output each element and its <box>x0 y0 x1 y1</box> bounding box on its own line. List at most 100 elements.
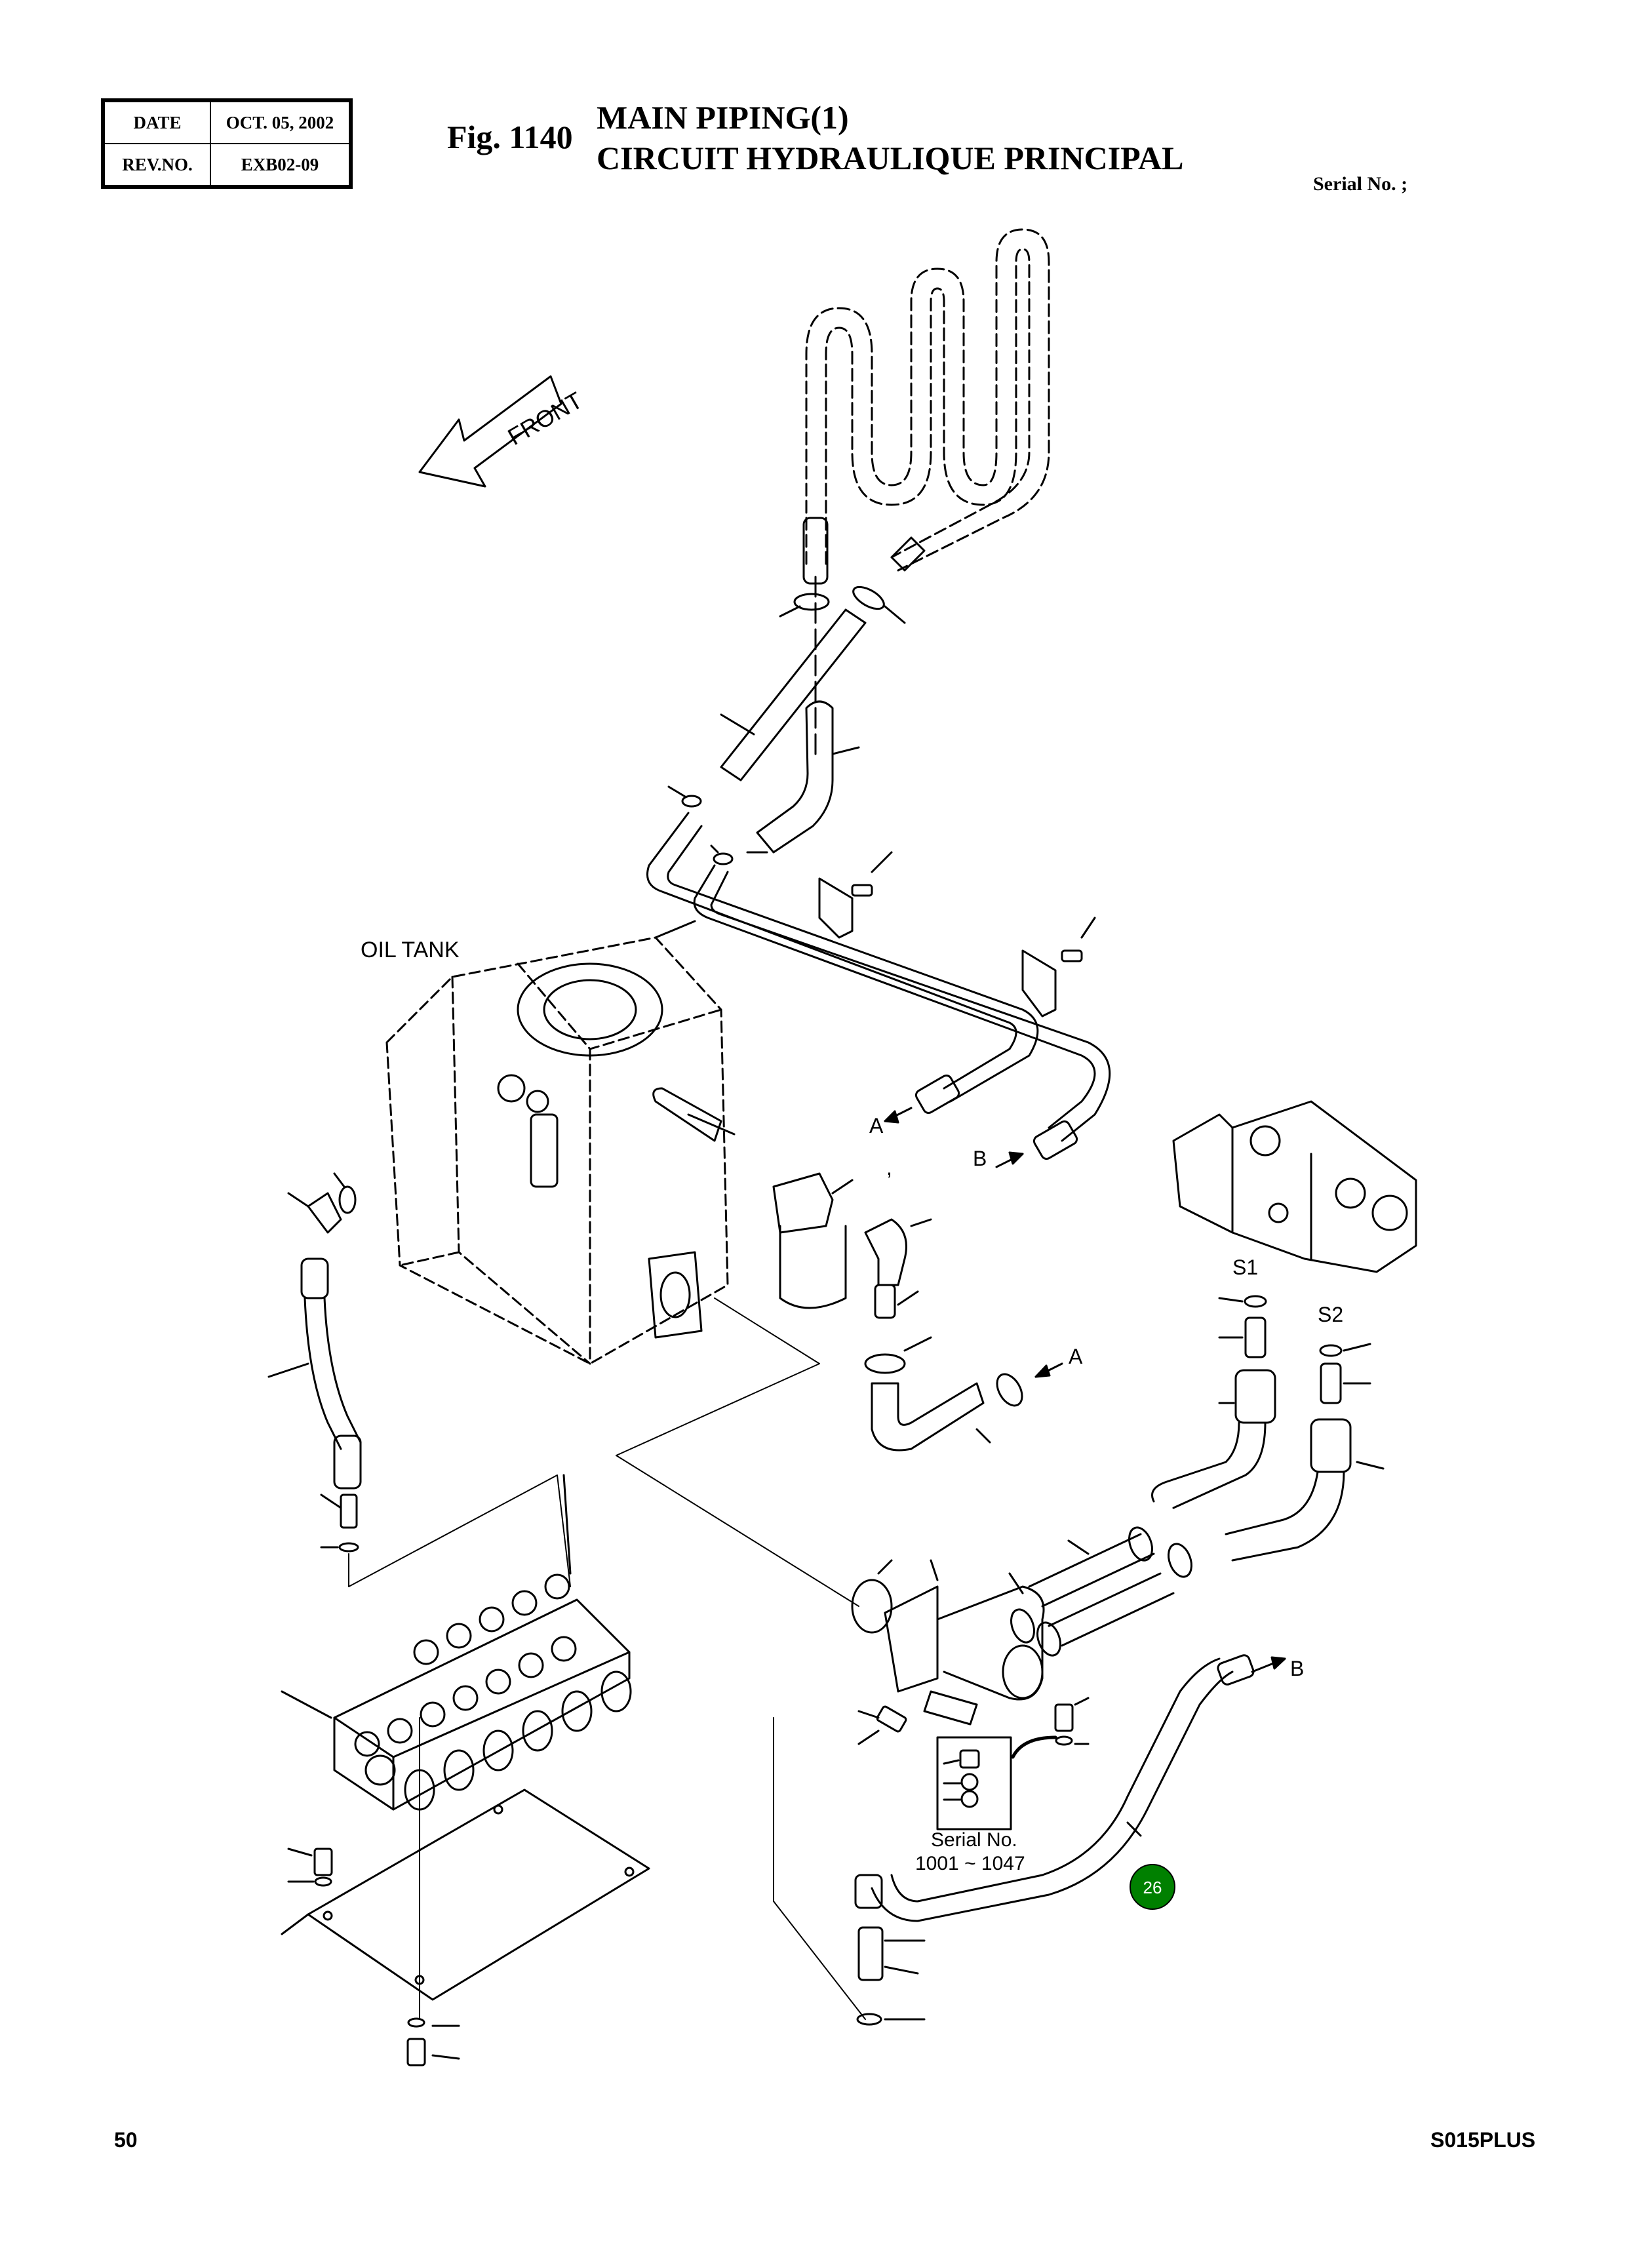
tank-port <box>526 1090 549 1113</box>
washer <box>314 1876 332 1887</box>
pipe-to-port-a <box>646 812 1039 1103</box>
leader-line <box>831 1179 854 1195</box>
control-valve-bank <box>333 1573 632 1811</box>
pipe-to-port-b <box>693 864 1111 1142</box>
tank-suction-flange <box>648 1251 703 1339</box>
hose-fitting <box>854 1874 883 1909</box>
revision-info-table: DATE OCT. 05, 2002 REV.NO. EXB02-09 <box>104 101 350 186</box>
leader-line <box>1067 1539 1090 1555</box>
washer <box>960 1790 979 1808</box>
leader-line <box>1218 1297 1244 1303</box>
tank-filler-port <box>517 962 663 1057</box>
plate-hole <box>493 1804 503 1815</box>
o-ring <box>1244 1295 1267 1308</box>
tank-port <box>497 1074 526 1103</box>
adapter-fitting <box>340 1493 358 1529</box>
hose-clamp <box>1010 1608 1035 1644</box>
o-ring <box>1319 1344 1343 1357</box>
leader-line <box>884 605 906 624</box>
hose-fitting <box>333 1434 362 1490</box>
leader-line <box>720 713 755 736</box>
suction-pipe-s2 <box>1225 1471 1345 1562</box>
washer <box>960 1773 979 1791</box>
manifold-port <box>1002 1644 1044 1699</box>
reference-lines <box>348 1297 866 2020</box>
date-label: DATE <box>104 101 211 144</box>
callout-circle <box>1130 1864 1175 1910</box>
leader-line <box>431 2054 460 2060</box>
leader-line <box>930 1559 939 1581</box>
port-label-b: B <box>973 1147 987 1170</box>
leader-line <box>667 785 686 798</box>
oil-tank-label: OIL TANK <box>361 938 460 962</box>
leader-line <box>884 1966 919 1975</box>
manifold-hose-lower <box>1048 1572 1175 1647</box>
tank-outlet-pipe <box>652 1087 722 1142</box>
model-name: S015PLUS <box>1430 2128 1536 2152</box>
plate-hole <box>624 1867 635 1877</box>
hose-clamp <box>1128 1526 1153 1562</box>
tank-filler-inner <box>543 979 637 1040</box>
leader-line <box>975 1428 991 1444</box>
bolt-icon <box>1054 1703 1074 1732</box>
small-clamp <box>713 852 734 865</box>
manifold-foot <box>923 1690 978 1726</box>
leader-line <box>562 1474 572 1575</box>
o-ring <box>338 1185 357 1214</box>
left-hose <box>304 1297 362 1450</box>
pipe-fitting <box>1032 1120 1078 1160</box>
leader-line <box>710 844 719 854</box>
filter-canister <box>779 1225 847 1309</box>
hose-fitting <box>1234 1369 1276 1424</box>
front-arrow-icon <box>418 375 562 488</box>
filter-nipple <box>874 1284 896 1319</box>
pipe-bracket <box>818 877 854 939</box>
bolt-icon <box>1061 949 1083 962</box>
serial-note-line-2: 1001 ~ 1047 <box>915 1853 1025 1874</box>
small-clamp <box>681 795 702 808</box>
hose-clamp <box>852 585 885 610</box>
hydraulic-pump <box>1172 1100 1417 1273</box>
page-title-english: MAIN PIPING(1) <box>597 99 849 136</box>
hose-clamp <box>1168 1543 1192 1578</box>
manifold-hose-upper <box>1028 1533 1155 1608</box>
leader-line <box>320 1493 342 1509</box>
serial-note-line-1: Serial No. <box>931 1829 1017 1851</box>
washer <box>1055 1735 1073 1746</box>
o-ring <box>851 1579 893 1634</box>
bolt-icon <box>876 1705 907 1733</box>
serial-number-heading: Serial No. ; <box>1313 173 1408 195</box>
leader-line <box>1008 1572 1024 1594</box>
page-number: 50 <box>114 2128 138 2152</box>
hose-clamp <box>996 1373 1023 1407</box>
adapter-fitting <box>1320 1362 1342 1404</box>
washer <box>407 2017 425 2028</box>
leader-line <box>333 1172 345 1188</box>
leader-line <box>943 1759 960 1765</box>
leader-line <box>1343 1343 1371 1352</box>
oil-tank <box>385 936 729 1365</box>
leader-line <box>779 605 801 618</box>
leader-line <box>877 1559 893 1575</box>
page-title-french: CIRCUIT HYDRAULIQUE PRINCIPAL <box>597 140 1184 176</box>
leader-line <box>910 1218 932 1227</box>
leader-line <box>287 1192 309 1208</box>
leader-line <box>831 746 860 755</box>
rev-label: REV.NO. <box>104 143 211 186</box>
front-label: FRONT <box>503 386 587 450</box>
leader-line <box>857 1710 880 1719</box>
leader-line <box>267 1362 309 1378</box>
hose-clamp <box>1036 1621 1061 1657</box>
o-ring <box>856 2013 882 2026</box>
leader-line <box>1074 1697 1090 1706</box>
leader-line <box>1080 917 1096 939</box>
port-label-a: A <box>869 1114 884 1137</box>
suction-hose <box>871 1382 985 1452</box>
suction-pipe-s1 <box>1151 1421 1267 1509</box>
leader-line <box>687 1113 736 1136</box>
port-label-s1: S1 <box>1232 1256 1258 1279</box>
hose-fitting <box>1310 1418 1352 1473</box>
port-label-b-pressure: B <box>1290 1657 1304 1680</box>
pipe-bracket <box>1021 949 1057 1018</box>
